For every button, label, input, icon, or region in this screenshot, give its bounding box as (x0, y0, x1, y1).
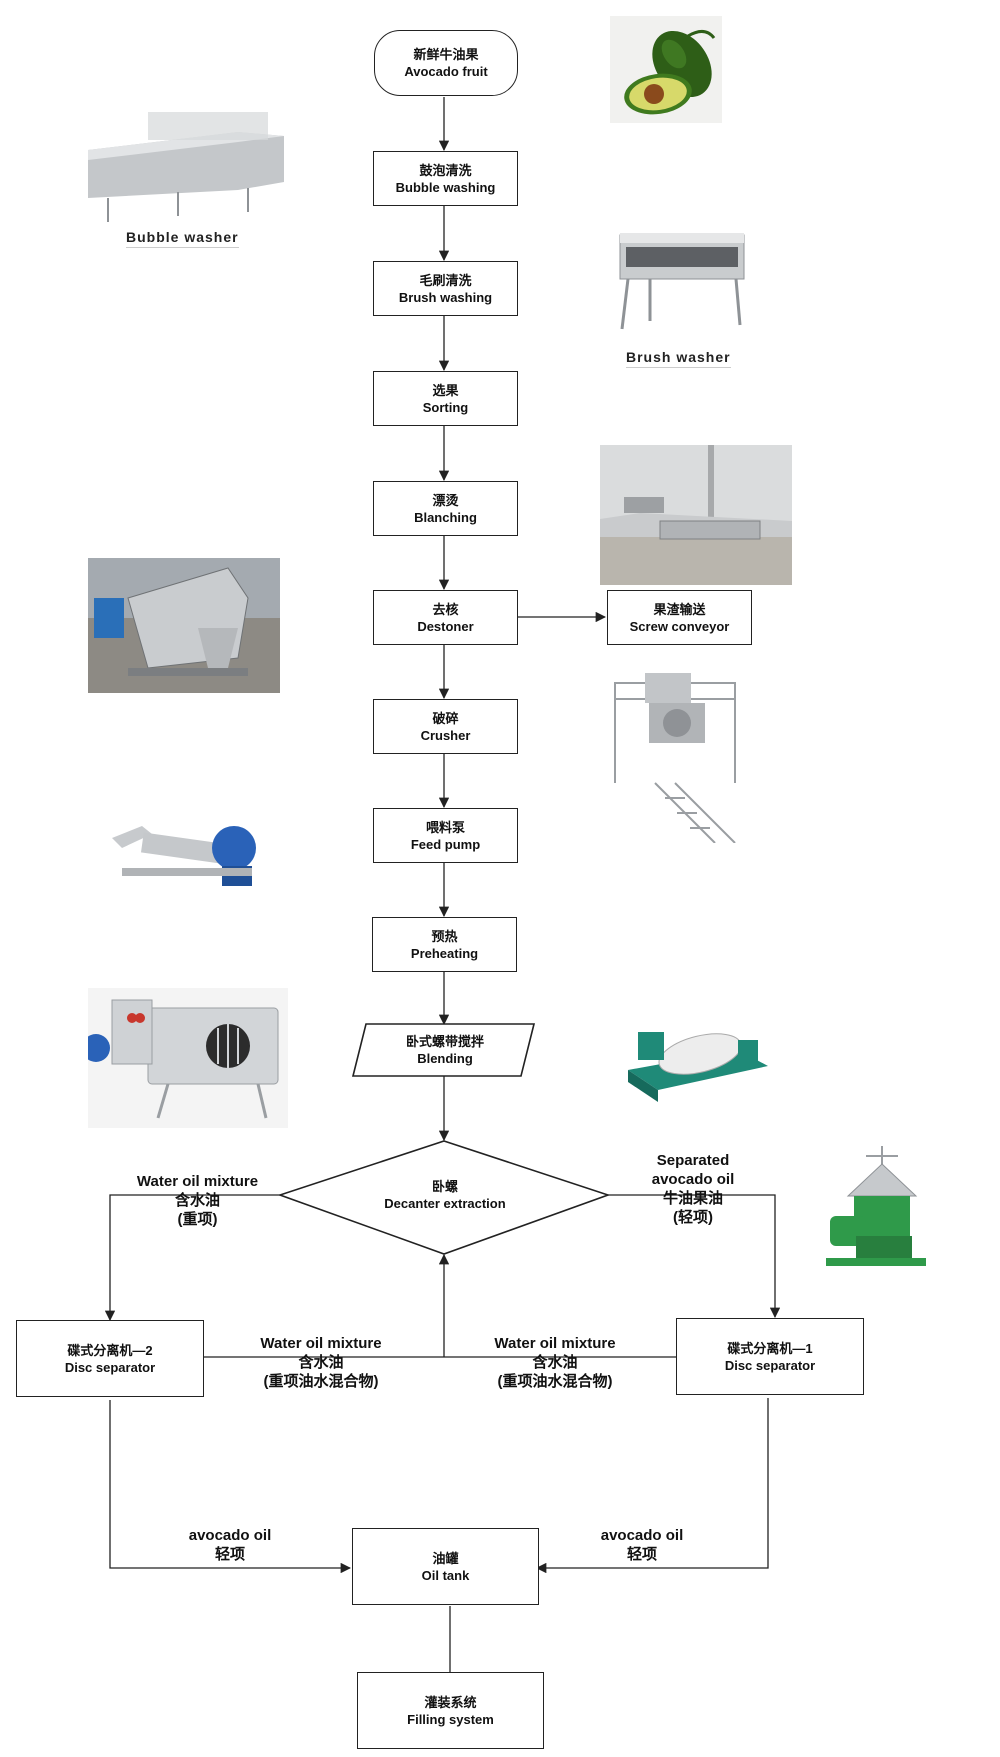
arrow-sep1-to-tank (535, 1398, 769, 1574)
node-label-zh: 鼓泡清洗 (419, 162, 472, 178)
node-blanching: 漂烫 Blanching (373, 481, 518, 536)
edge-label-line: Water oil mixture (136, 1173, 259, 1190)
node-oil-tank: 油罐 Oil tank (352, 1528, 539, 1605)
node-destoner: 去核 Destoner (373, 590, 518, 645)
node-label-zh: 新鲜牛油果 (413, 47, 479, 62)
node-label-en: Oil tank (421, 1567, 470, 1583)
node-label-zh: 油罐 (432, 1550, 459, 1566)
node-filling-system: 灌装系统 Filling system (357, 1672, 544, 1749)
edge-label-line: (轻项) (673, 1209, 713, 1226)
edge-label-line: 轻项 (214, 1546, 245, 1563)
edge-label-sep2-return: Water oil mixture 含水油 (重项油水混合物) (236, 1334, 406, 1391)
feed-pump-photo (112, 808, 264, 894)
edge-label-line: 含水油 (298, 1354, 344, 1371)
avocado-photo (610, 16, 722, 123)
node-label-zh: 灌装系统 (424, 1694, 477, 1710)
edge-label-line: avocado oil (651, 1171, 735, 1188)
edge-label-decanter-left: Water oil mixture 含水油 (重项) (120, 1172, 275, 1229)
node-label-en: Bubble washing (395, 179, 496, 195)
node-label-zh: 漂烫 (432, 492, 459, 508)
edge-label-line: Water oil mixture (260, 1335, 382, 1352)
node-label-en: Crusher (420, 727, 471, 743)
edge-label-line: Separated (656, 1152, 730, 1169)
node-disc-separator-2: 碟式分离机—2 Disc separator (16, 1320, 204, 1397)
edge-label-sep2-oil: avocado oil 轻项 (170, 1526, 290, 1564)
node-screw-conveyor: 果渣输送 Screw conveyor (607, 590, 752, 645)
node-label-en: Feed pump (410, 836, 481, 852)
node-brush-washing: 毛刷清洗 Brush washing (373, 261, 518, 316)
blanching-line-photo (600, 445, 792, 585)
edge-label-line: (重项油水混合物) (497, 1373, 613, 1390)
edge-label-line: (重项油水混合物) (263, 1373, 379, 1390)
node-label-en: Destoner (417, 618, 474, 634)
brush-washer-caption: Brush washer (626, 349, 731, 368)
node-crusher: 破碎 Crusher (373, 699, 518, 754)
blending-shape (351, 1023, 536, 1077)
edge-label-line: 牛油果油 (662, 1190, 723, 1207)
node-label-zh: 破碎 (432, 710, 459, 726)
bubble-washer-photo (88, 112, 284, 222)
arrow-decanter-to-sep2 (104, 1194, 280, 1322)
node-label-en: Brush washing (398, 289, 493, 305)
node-label-zh: 碟式分离机—2 (67, 1342, 153, 1358)
edge-label-line: 轻项 (626, 1546, 657, 1563)
edge-label-line: Water oil mixture (494, 1335, 616, 1352)
destoner-machine-photo (88, 558, 280, 693)
node-label-en: Disc separator (64, 1359, 156, 1375)
node-label-zh: 卧式螺带搅拌 (405, 1034, 484, 1049)
node-bubble-washing: 鼓泡清洗 Bubble washing (373, 151, 518, 206)
node-label-en: Disc separator (724, 1357, 816, 1373)
node-label-zh: 毛刷清洗 (419, 272, 472, 288)
edge-label-line: avocado oil (600, 1527, 684, 1544)
bubble-washer-caption: Bubble washer (126, 229, 239, 248)
node-feed-pump: 喂料泵 Feed pump (373, 808, 518, 863)
ribbon-blender-photo (88, 988, 288, 1128)
decanter-diamond (277, 1140, 611, 1255)
edge-label-line: (重项) (177, 1211, 218, 1228)
node-preheating: 预热 Preheating (372, 917, 517, 972)
edge-label-sep1-oil: avocado oil 轻项 (582, 1526, 702, 1564)
disc-separator-photo (826, 1146, 938, 1272)
node-sorting: 选果 Sorting (373, 371, 518, 426)
edge-label-sep1-return: Water oil mixture 含水油 (重项油水混合物) (470, 1334, 640, 1391)
node-label-en: Screw conveyor (629, 618, 730, 634)
node-decanter: 卧螺 Decanter extraction (350, 1170, 540, 1220)
arrow-sep2-to-tank (109, 1400, 352, 1574)
node-label-en: Sorting (422, 399, 469, 415)
node-label-en: Blending (417, 1051, 473, 1066)
edge-label-line: 含水油 (174, 1192, 220, 1209)
node-label-en: Filling system (407, 1711, 494, 1727)
node-label-zh: 卧螺 (431, 1179, 458, 1194)
node-disc-separator-1: 碟式分离机—1 Disc separator (676, 1318, 864, 1395)
brush-washer-photo (590, 225, 760, 337)
decanter-centrifuge-photo (618, 1010, 768, 1120)
node-label-zh: 预热 (431, 928, 458, 944)
edge-label-decanter-right: Separated avocado oil 牛油果油 (轻项) (628, 1151, 758, 1227)
node-label-zh: 选果 (432, 382, 459, 398)
node-label-zh: 去核 (432, 601, 459, 617)
node-label-en: Blanching (414, 509, 477, 525)
node-blending: 卧式螺带搅拌 Blending (360, 1026, 530, 1074)
node-avocado-fruit: 新鲜牛油果 Avocado fruit (374, 30, 518, 96)
edge-label-line: 含水油 (532, 1354, 578, 1371)
node-label-zh: 喂料泵 (425, 819, 465, 835)
arrow-decanter-to-sep1 (608, 1194, 781, 1319)
node-label-zh: 碟式分离机—1 (727, 1340, 813, 1356)
crusher-machine-photo (605, 673, 745, 843)
node-label-en: Decanter extraction (384, 1196, 506, 1211)
edge-label-line: avocado oil (188, 1527, 272, 1544)
node-label-en: Avocado fruit (404, 64, 488, 79)
node-label-en: Preheating (410, 945, 479, 961)
node-label-zh: 果渣输送 (653, 601, 706, 617)
